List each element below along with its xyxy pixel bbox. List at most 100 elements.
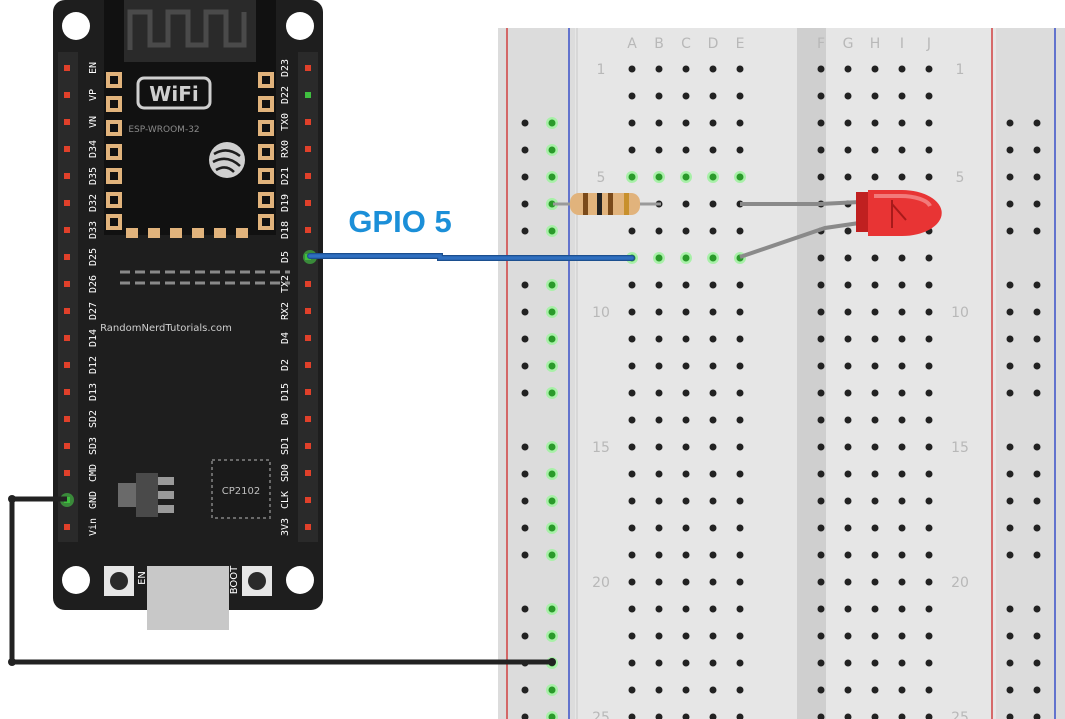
pin-d33[interactable] [64, 227, 70, 233]
rail-hole[interactable] [1006, 389, 1014, 397]
breadboard-hole[interactable] [736, 362, 744, 370]
breadboard-hole[interactable] [655, 308, 663, 316]
breadboard-hole[interactable] [682, 65, 690, 73]
breadboard-hole[interactable] [682, 200, 690, 208]
breadboard-hole[interactable] [844, 389, 852, 397]
breadboard-hole[interactable] [844, 92, 852, 100]
breadboard-hole[interactable] [682, 713, 690, 719]
breadboard-hole[interactable] [655, 281, 663, 289]
breadboard-hole[interactable] [871, 389, 879, 397]
breadboard-hole[interactable] [709, 389, 717, 397]
breadboard-hole[interactable] [682, 470, 690, 478]
breadboard-hole[interactable] [655, 524, 663, 532]
rail-hole[interactable] [548, 497, 556, 505]
breadboard-hole[interactable] [898, 362, 906, 370]
breadboard-hole[interactable] [844, 65, 852, 73]
breadboard-hole[interactable] [655, 65, 663, 73]
breadboard-hole[interactable] [709, 443, 717, 451]
breadboard-hole[interactable] [709, 632, 717, 640]
breadboard-hole[interactable] [925, 659, 933, 667]
rail-hole[interactable] [1033, 632, 1041, 640]
breadboard-hole[interactable] [817, 65, 825, 73]
rail-hole[interactable] [1033, 335, 1041, 343]
breadboard-hole[interactable] [736, 578, 744, 586]
breadboard-hole[interactable] [736, 551, 744, 559]
breadboard-hole[interactable] [817, 92, 825, 100]
rail-hole[interactable] [548, 119, 556, 127]
pin-d23[interactable] [305, 65, 311, 71]
breadboard-hole[interactable] [925, 551, 933, 559]
breadboard-hole[interactable] [898, 119, 906, 127]
breadboard-hole[interactable] [844, 173, 852, 181]
breadboard-hole[interactable] [844, 119, 852, 127]
rail-hole[interactable] [1006, 497, 1014, 505]
rail-hole[interactable] [1006, 443, 1014, 451]
breadboard-hole[interactable] [736, 65, 744, 73]
pin-d15[interactable] [305, 389, 311, 395]
pin-3v3[interactable] [305, 524, 311, 530]
breadboard-hole[interactable] [682, 551, 690, 559]
rail-hole[interactable] [1033, 443, 1041, 451]
red-led-icon[interactable] [856, 190, 942, 236]
rail-hole[interactable] [521, 173, 529, 181]
breadboard-hole[interactable] [871, 362, 879, 370]
resistor-icon[interactable] [553, 193, 661, 215]
breadboard-hole[interactable] [817, 605, 825, 613]
breadboard-hole[interactable] [628, 659, 636, 667]
rail-hole[interactable] [548, 686, 556, 694]
pin-sd0[interactable] [305, 470, 311, 476]
breadboard-hole[interactable] [844, 524, 852, 532]
rail-hole[interactable] [1033, 524, 1041, 532]
breadboard-hole[interactable] [709, 146, 717, 154]
breadboard-hole[interactable] [898, 92, 906, 100]
rail-hole[interactable] [1006, 713, 1014, 719]
breadboard-hole[interactable] [655, 146, 663, 154]
breadboard-hole[interactable] [871, 416, 879, 424]
pin-d12[interactable] [64, 362, 70, 368]
breadboard-hole[interactable] [898, 470, 906, 478]
rail-hole[interactable] [1006, 362, 1014, 370]
rail-hole[interactable] [1006, 470, 1014, 478]
breadboard-hole[interactable] [844, 416, 852, 424]
breadboard-hole[interactable] [844, 578, 852, 586]
breadboard-hole[interactable] [925, 281, 933, 289]
boot-button-cap[interactable] [248, 572, 266, 590]
breadboard-hole[interactable] [898, 443, 906, 451]
pin-d25[interactable] [64, 254, 70, 260]
pin-d2[interactable] [305, 362, 311, 368]
breadboard-hole[interactable] [709, 200, 717, 208]
rail-hole[interactable] [1006, 659, 1014, 667]
rail-hole[interactable] [548, 713, 556, 719]
breadboard-hole[interactable] [628, 470, 636, 478]
rail-hole[interactable] [521, 281, 529, 289]
breadboard-hole[interactable] [925, 686, 933, 694]
breadboard-hole[interactable] [628, 281, 636, 289]
breadboard-hole[interactable] [655, 173, 663, 181]
pin-vn[interactable] [64, 119, 70, 125]
breadboard-hole[interactable] [709, 497, 717, 505]
rail-hole[interactable] [1006, 686, 1014, 694]
breadboard-hole[interactable] [898, 686, 906, 694]
breadboard-hole[interactable] [628, 416, 636, 424]
breadboard-hole[interactable] [709, 308, 717, 316]
breadboard-hole[interactable] [655, 497, 663, 505]
breadboard-hole[interactable] [709, 227, 717, 235]
breadboard-hole[interactable] [682, 281, 690, 289]
breadboard-hole[interactable] [844, 632, 852, 640]
breadboard-hole[interactable] [844, 254, 852, 262]
rail-hole[interactable] [521, 200, 529, 208]
breadboard-hole[interactable] [736, 524, 744, 532]
breadboard-hole[interactable] [817, 308, 825, 316]
pin-d14[interactable] [64, 335, 70, 341]
breadboard-hole[interactable] [736, 605, 744, 613]
breadboard-hole[interactable] [925, 146, 933, 154]
rail-hole[interactable] [548, 227, 556, 235]
rail-hole[interactable] [1006, 335, 1014, 343]
breadboard-hole[interactable] [871, 254, 879, 262]
rail-hole[interactable] [1006, 524, 1014, 532]
breadboard-hole[interactable] [682, 389, 690, 397]
rail-hole[interactable] [521, 146, 529, 154]
breadboard-hole[interactable] [925, 308, 933, 316]
breadboard-hole[interactable] [682, 632, 690, 640]
breadboard-hole[interactable] [871, 281, 879, 289]
